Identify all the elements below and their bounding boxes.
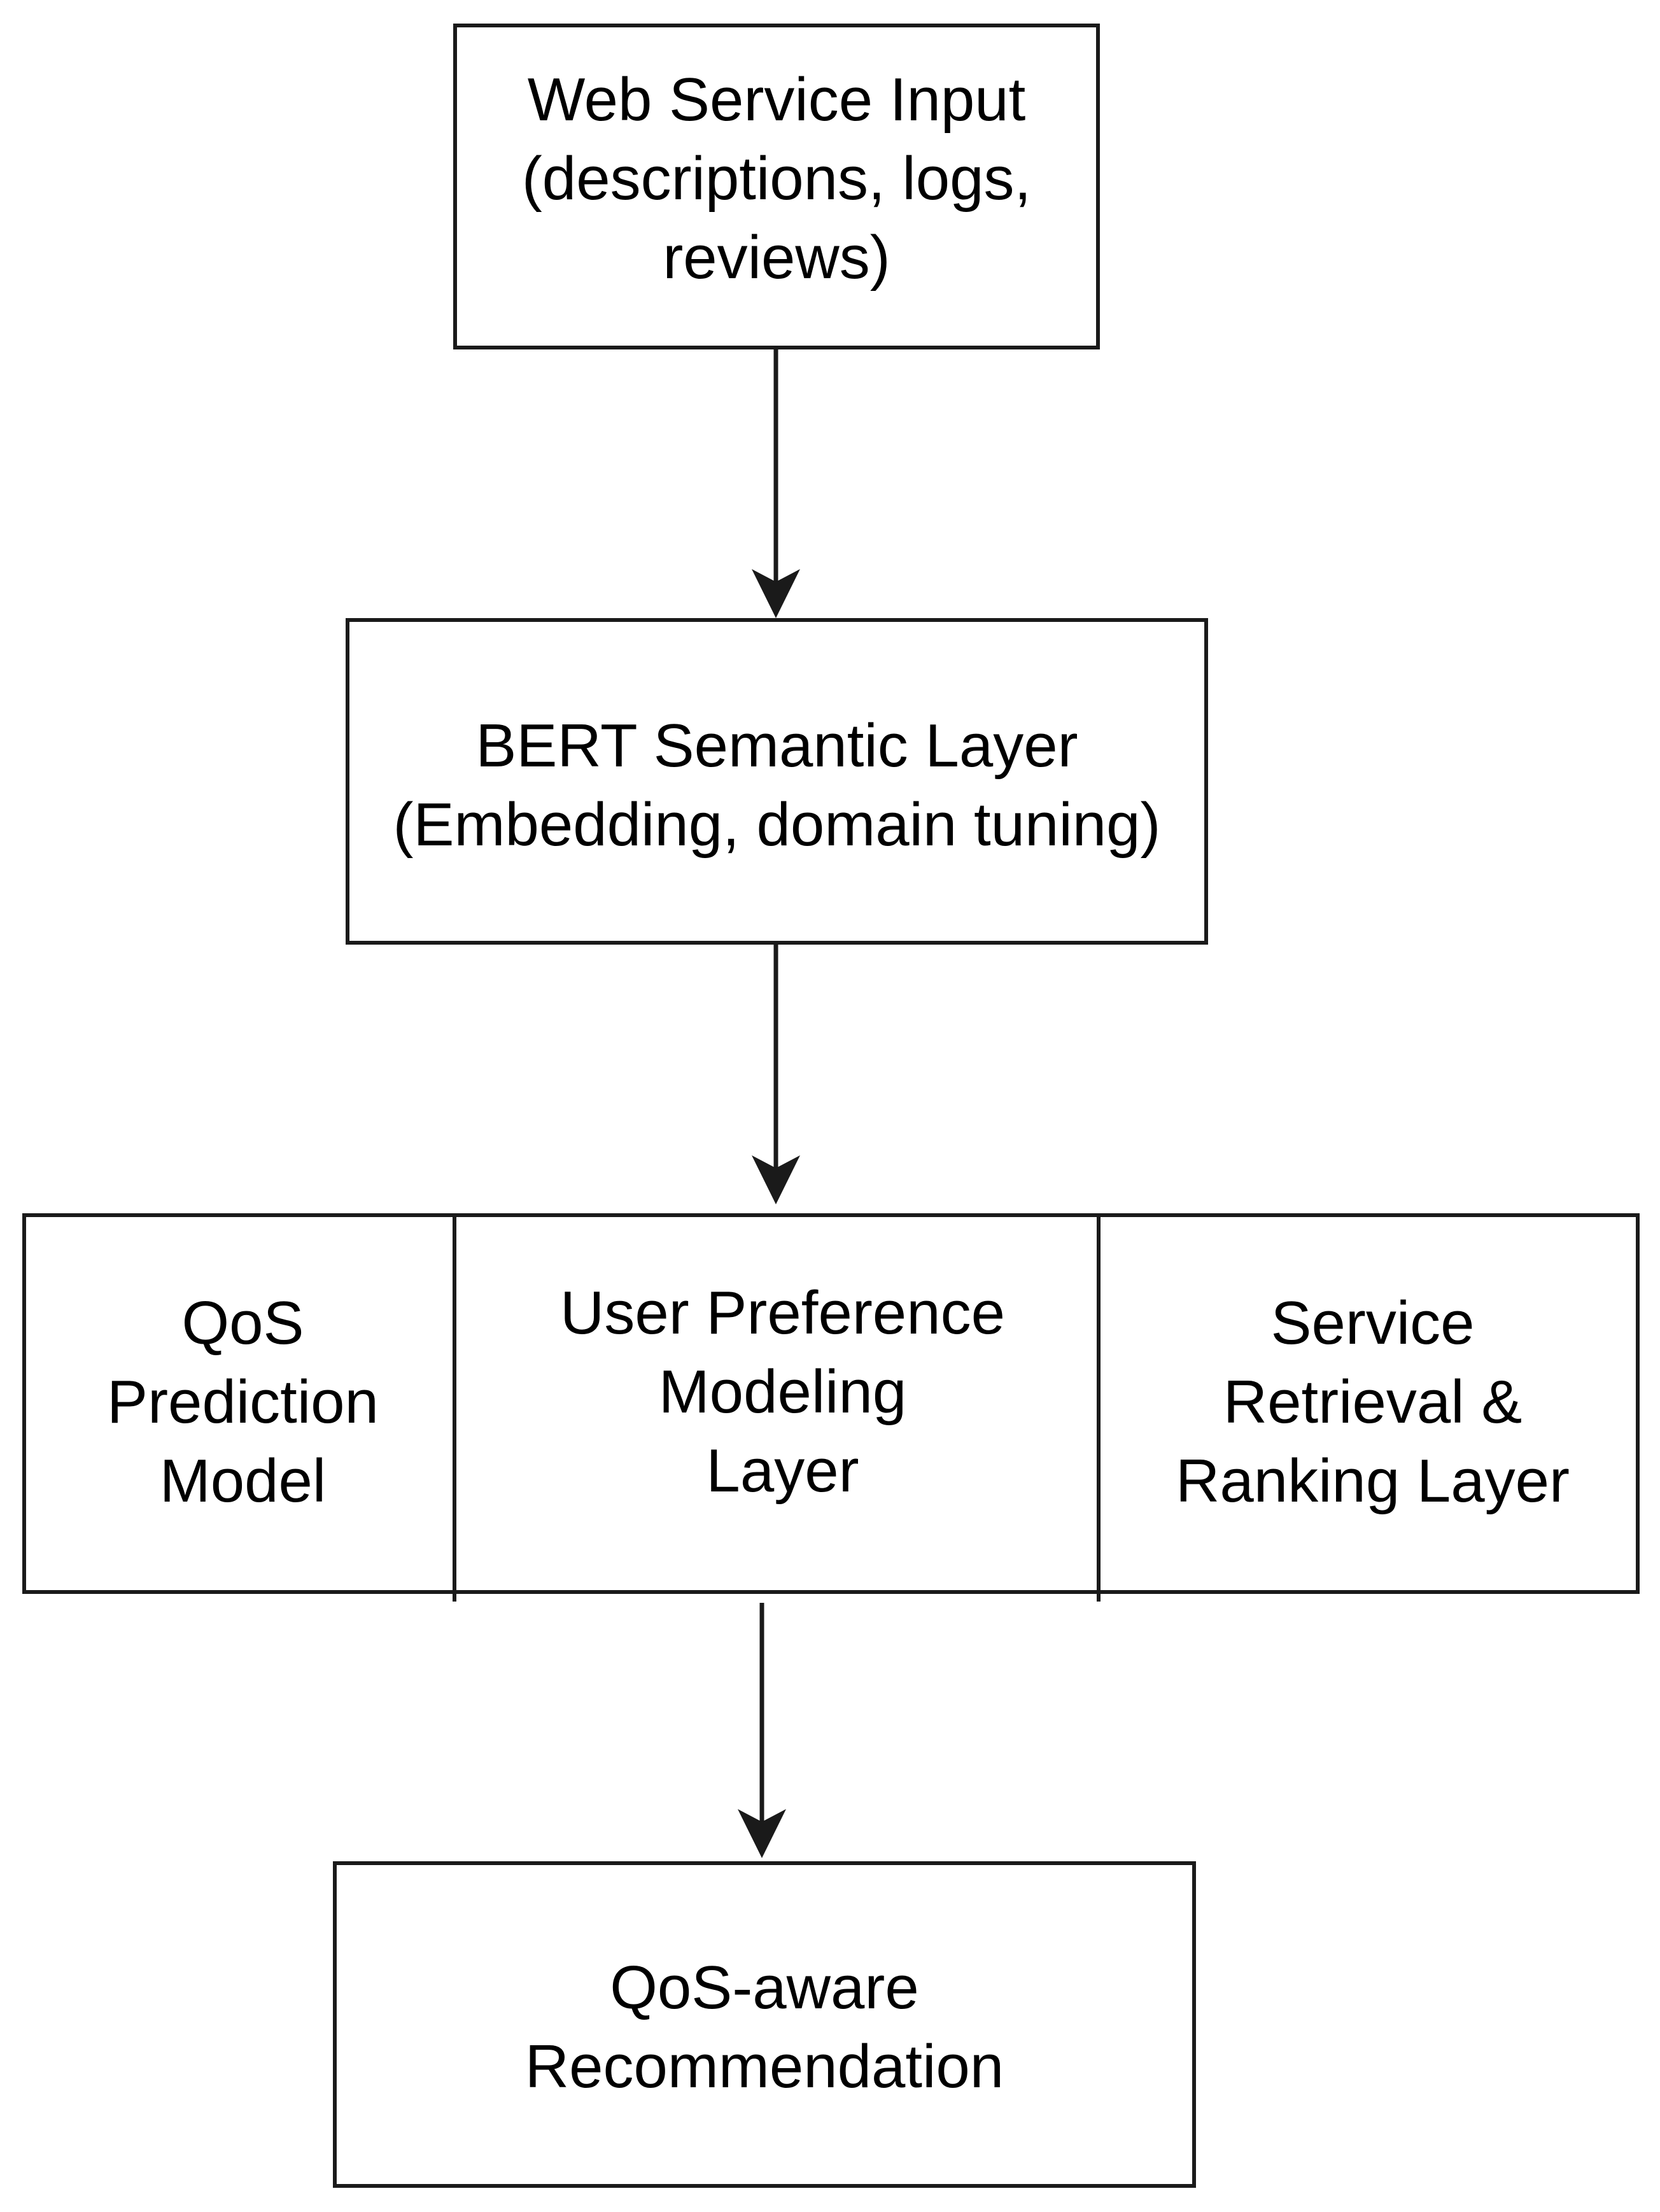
bert-semantic-layer-label: BERT Semantic Layer (Embedding, domain t…: [393, 711, 1161, 859]
modules-row: QoS Prediction Model User Preference Mod…: [22, 1213, 1640, 1594]
arrow-bert-to-modules-head: [752, 1155, 800, 1204]
user-preference-modeling-cell: User Preference Modeling Layer: [460, 1217, 1106, 1590]
web-service-input-label: Web Service Input (descriptions, logs, r…: [521, 66, 1032, 292]
qos-aware-recommendation-label: QoS-aware Recommendation: [524, 1953, 1004, 2101]
qos-prediction-model-cell: QoS Prediction Model: [26, 1217, 460, 1590]
web-service-input-box: Web Service Input (descriptions, logs, r…: [453, 24, 1100, 349]
arrow-input-to-bert-head: [752, 569, 800, 618]
service-retrieval-ranking-cell: Service Retrieval & Ranking Layer: [1106, 1217, 1640, 1590]
module-divider: [1097, 1217, 1101, 1602]
user-preference-modeling-label: User Preference Modeling Layer: [560, 1279, 1005, 1505]
module-divider: [453, 1217, 456, 1602]
qos-prediction-model-label: QoS Prediction Model: [107, 1289, 379, 1515]
arrow-modules-to-output-head: [738, 1809, 786, 1858]
service-retrieval-ranking-label: Service Retrieval & Ranking Layer: [1175, 1289, 1570, 1515]
qos-aware-recommendation-box: QoS-aware Recommendation: [333, 1861, 1196, 2188]
bert-semantic-layer-box: BERT Semantic Layer (Embedding, domain t…: [346, 618, 1208, 945]
